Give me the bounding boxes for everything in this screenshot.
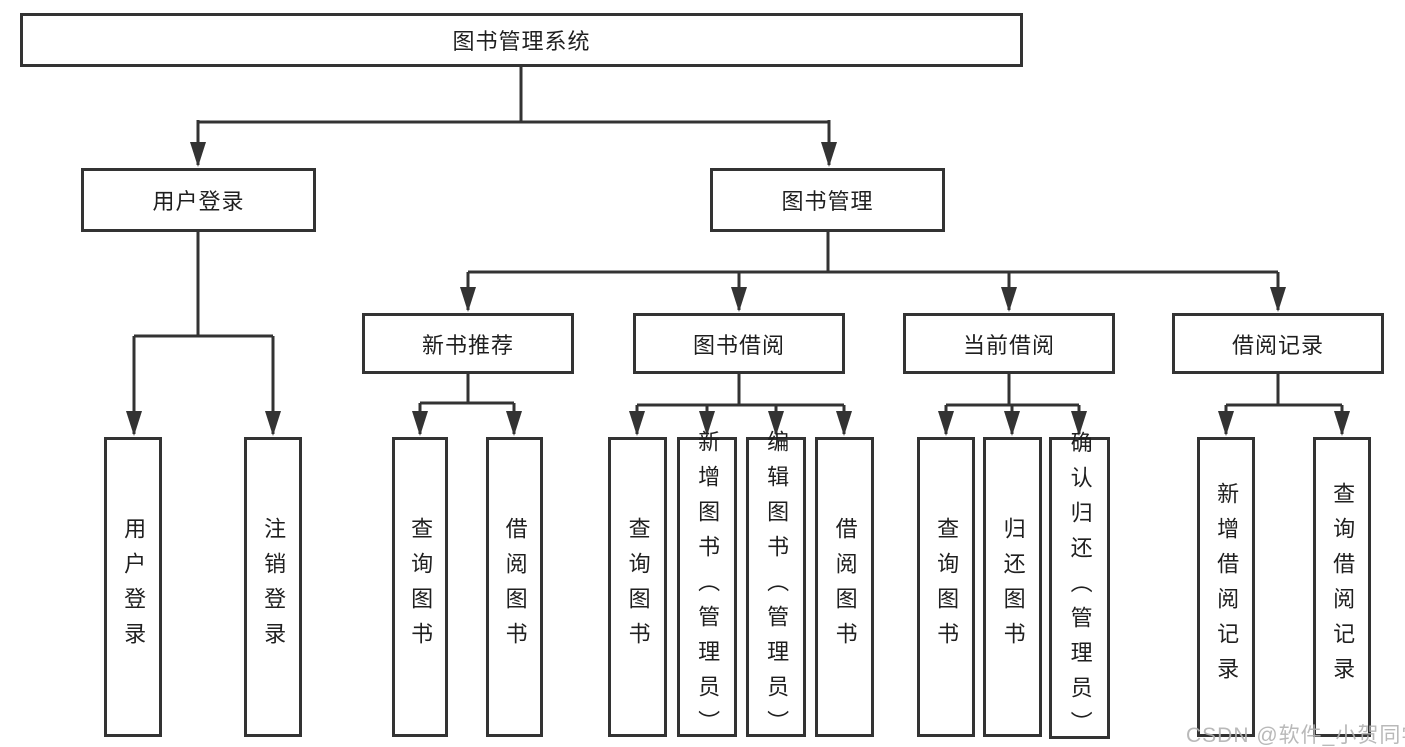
node-label: 图书管理系统 (452, 29, 591, 54)
node-borrow-records: 借阅记录 (1172, 313, 1384, 374)
leaf-label: 查询图书 (408, 517, 434, 657)
leaf-label: 新增图书（管理员） (695, 429, 721, 745)
leaf-confirm-return-admin: 确认归还（管理员） (1049, 431, 1110, 746)
leaf-label: 借阅图书 (832, 517, 858, 657)
leaf-query-books-borrowing: 查询图书 (608, 437, 667, 737)
node-label: 图书借阅 (692, 332, 785, 358)
leaf-logout: 注销登录 (244, 437, 302, 737)
leaf-add-borrow-record: 新增借阅记录 (1197, 437, 1255, 737)
leaf-label: 编辑图书（管理员） (764, 429, 790, 745)
leaf-label: 查询图书 (934, 517, 960, 657)
node-label: 新书推荐 (421, 332, 514, 358)
leaf-borrow-books: 借阅图书 (815, 437, 874, 737)
leaf-query-books-current: 查询图书 (917, 437, 975, 737)
node-book-borrowing: 图书借阅 (633, 313, 845, 374)
leaf-label: 确认归还（管理员） (1067, 430, 1093, 746)
leaf-label: 借阅图书 (502, 517, 528, 657)
leaf-label: 归还图书 (1000, 517, 1026, 657)
node-current-borrowing: 当前借阅 (903, 313, 1115, 374)
leaf-edit-books-admin: 编辑图书（管理员） (746, 430, 806, 745)
leaf-borrow-books-recommend: 借阅图书 (486, 437, 543, 737)
leaf-label: 查询借阅记录 (1330, 482, 1356, 692)
node-label: 图书管理 (781, 189, 874, 214)
node-new-book-recommend: 新书推荐 (362, 313, 574, 374)
leaf-query-borrow-record: 查询借阅记录 (1313, 437, 1371, 737)
leaf-label: 新增借阅记录 (1214, 482, 1240, 692)
leaf-user-login: 用户登录 (104, 437, 162, 737)
node-label: 当前借阅 (962, 332, 1055, 358)
node-library-management-system: 图书管理系统 (20, 13, 1023, 67)
leaf-label: 注销登录 (261, 517, 287, 657)
arrowheads (126, 142, 1350, 436)
node-label: 用户登录 (152, 189, 245, 214)
node-label: 借阅记录 (1231, 332, 1324, 358)
leaf-label: 用户登录 (121, 517, 147, 657)
leaf-label: 查询图书 (625, 517, 651, 657)
node-user-login: 用户登录 (81, 168, 316, 232)
csdn-watermark: CSDN @软件_小贺同学 (1186, 724, 1405, 747)
leaf-return-books: 归还图书 (983, 437, 1042, 737)
leaf-query-books-recommend: 查询图书 (392, 437, 448, 737)
leaf-add-books-admin: 新增图书（管理员） (677, 430, 737, 745)
node-book-management: 图书管理 (710, 168, 945, 232)
